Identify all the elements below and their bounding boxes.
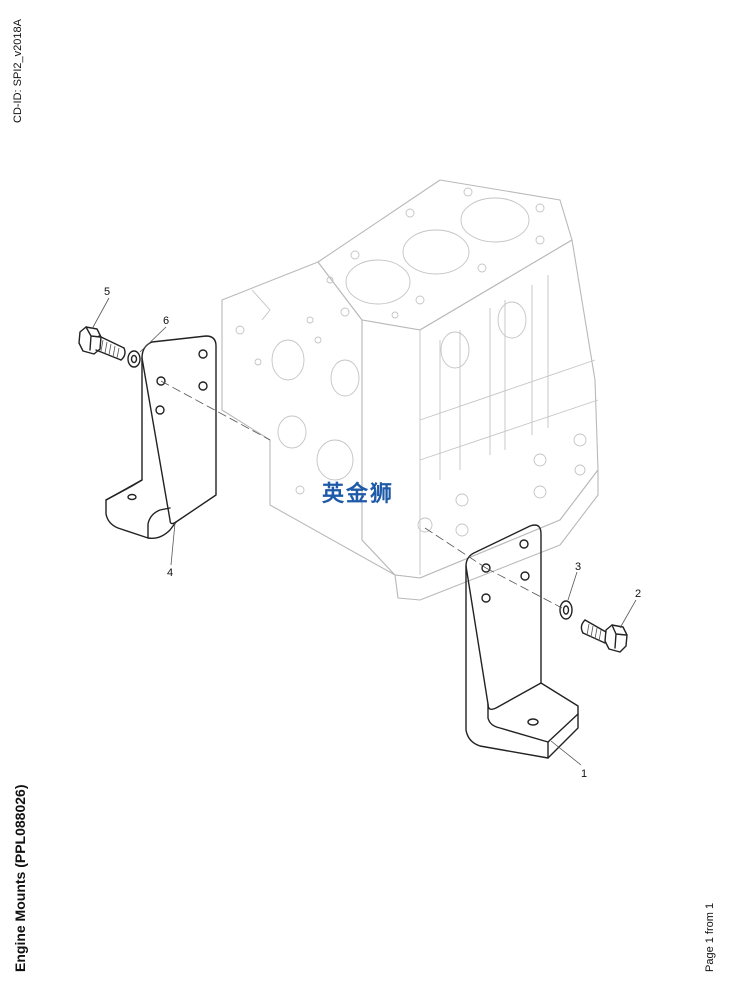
callout-5: 5 bbox=[104, 286, 110, 298]
engine-block bbox=[221, 179, 599, 601]
washer-part-6 bbox=[127, 350, 141, 368]
callout-4: 4 bbox=[167, 567, 173, 579]
callout-6: 6 bbox=[163, 315, 169, 327]
right-mounting-bracket bbox=[465, 524, 579, 759]
callout-3: 3 bbox=[575, 561, 581, 573]
watermark-text: 英金狮 bbox=[322, 481, 394, 507]
callout-1: 1 bbox=[581, 768, 587, 780]
leader-lines bbox=[91, 297, 637, 766]
callout-2: 2 bbox=[635, 588, 641, 600]
bolt-part-2 bbox=[580, 619, 628, 653]
washer-part-3 bbox=[559, 600, 573, 620]
bolt-part-5 bbox=[78, 326, 126, 361]
alignment-lines bbox=[160, 380, 563, 609]
left-mounting-bracket bbox=[105, 335, 217, 540]
